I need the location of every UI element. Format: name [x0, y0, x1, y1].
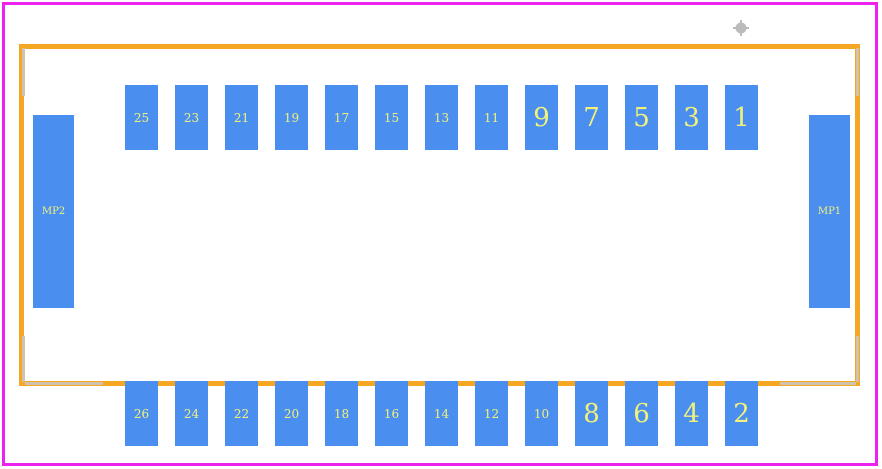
- pad-16[interactable]: 16: [375, 381, 408, 446]
- outline-left-faded-bottom: [22, 336, 25, 382]
- pad-10[interactable]: 10: [525, 381, 558, 446]
- pad-22[interactable]: 22: [225, 381, 258, 446]
- outline-bottom-left-faded: [25, 382, 103, 385]
- pad-11[interactable]: 11: [475, 85, 508, 150]
- pad-18[interactable]: 18: [325, 381, 358, 446]
- pad-13[interactable]: 13: [425, 85, 458, 150]
- pad-2[interactable]: 2: [725, 381, 758, 446]
- pad-5[interactable]: 5: [625, 85, 658, 150]
- pad-24[interactable]: 24: [175, 381, 208, 446]
- pad-26[interactable]: 26: [125, 381, 158, 446]
- pad-8[interactable]: 8: [575, 381, 608, 446]
- outline-left-faded-top: [22, 48, 25, 96]
- pad-12[interactable]: 12: [475, 381, 508, 446]
- pad-15[interactable]: 15: [375, 85, 408, 150]
- crosshair-circle-icon: [733, 20, 749, 36]
- outline-bottom-right-faded: [780, 382, 856, 385]
- pad-9[interactable]: 9: [525, 85, 558, 150]
- outline-right-faded-top: [856, 48, 859, 96]
- pad-1[interactable]: 1: [725, 85, 758, 150]
- pad-17[interactable]: 17: [325, 85, 358, 150]
- outline-left: [19, 44, 24, 386]
- outline-top: [21, 44, 860, 49]
- outline-right: [855, 44, 860, 386]
- pad-7[interactable]: 7: [575, 85, 608, 150]
- pad-6[interactable]: 6: [625, 381, 658, 446]
- outline-right-faded-bottom: [856, 336, 859, 382]
- mounting-pad-right[interactable]: MP1: [809, 115, 850, 308]
- pad-23[interactable]: 23: [175, 85, 208, 150]
- pad-20[interactable]: 20: [275, 381, 308, 446]
- pad-19[interactable]: 19: [275, 85, 308, 150]
- pad-25[interactable]: 25: [125, 85, 158, 150]
- pad-14[interactable]: 14: [425, 381, 458, 446]
- pad-3[interactable]: 3: [675, 85, 708, 150]
- pad-21[interactable]: 21: [225, 85, 258, 150]
- pad-4[interactable]: 4: [675, 381, 708, 446]
- mounting-pad-left[interactable]: MP2: [33, 115, 74, 308]
